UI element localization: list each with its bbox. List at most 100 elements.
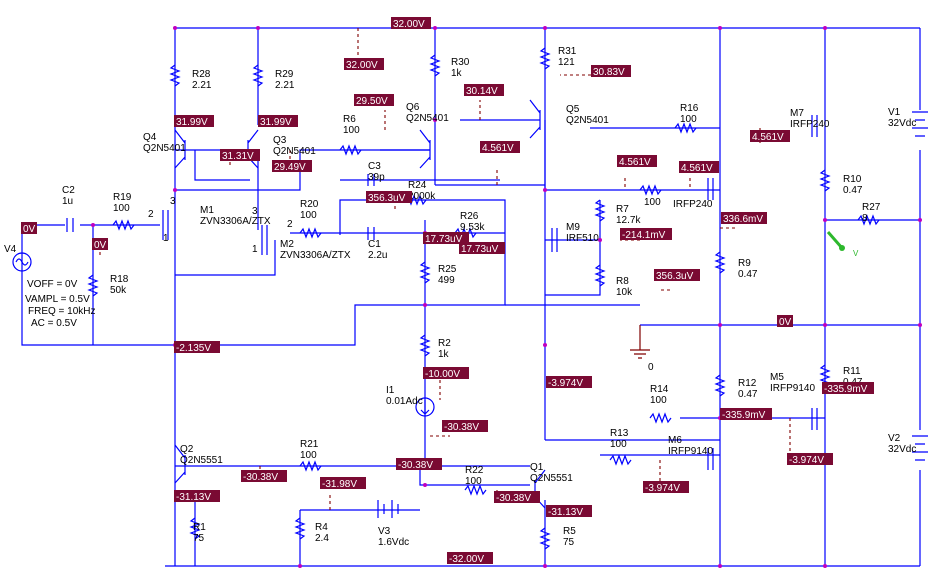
voltage-marker-text: 17.73uV — [425, 234, 463, 245]
pin-number: 2 — [148, 209, 154, 220]
component-ref-r29: R29 — [275, 69, 294, 80]
voltage-marker[interactable]: 356.3uV — [366, 191, 412, 204]
voltage-marker-box — [366, 191, 412, 203]
component-value-q5: Q2N5401 — [566, 115, 609, 126]
voltage-marker-text: -214.1mV — [622, 230, 666, 241]
voltage-marker[interactable]: 29.50V — [354, 94, 394, 107]
voltage-probe[interactable] — [826, 231, 845, 251]
voltage-marker[interactable]: 32.00V — [391, 17, 431, 30]
voltage-marker-text: 31.99V — [176, 117, 208, 128]
component-ref-m7: M7 — [790, 108, 804, 119]
voltage-marker-box — [272, 160, 312, 172]
voltage-marker[interactable]: -31.13V — [546, 505, 592, 518]
voltage-marker-box — [354, 94, 394, 106]
voltage-marker[interactable]: 29.49V — [272, 160, 312, 173]
component-ref-r7: R7 — [616, 204, 629, 215]
voltage-marker[interactable]: 30.83V — [591, 65, 631, 78]
voltage-marker[interactable]: 0V — [92, 238, 108, 251]
source-v4-params: V4 VOFF = 0V VAMPL = 0.5V FREQ = 10kHz A… — [4, 244, 96, 329]
component-ref-r19: R19 — [113, 192, 132, 203]
voltage-marker[interactable]: 0V — [21, 222, 37, 235]
voltage-marker-text: -31.13V — [548, 507, 583, 518]
component-ref-v1: V1 — [888, 107, 901, 118]
component-ref-r1: R1 — [193, 522, 206, 533]
voltage-marker[interactable]: 4.561V — [750, 130, 790, 143]
voltage-marker[interactable]: 4.561V — [617, 155, 657, 168]
voltage-marker-box — [620, 228, 672, 240]
source-ref: V4 — [4, 244, 17, 255]
voltage-marker-box — [174, 341, 220, 353]
voltage-marker[interactable]: 4.561V — [480, 141, 520, 154]
voltage-marker-box — [447, 552, 493, 564]
voltage-marker[interactable]: -31.13V — [174, 490, 220, 503]
voltage-marker[interactable]: -31.98V — [320, 477, 366, 490]
voltage-marker[interactable]: 336.6mV — [721, 212, 767, 225]
component-ref-m6: M6 — [668, 435, 682, 446]
voltage-marker-text: -3.974V — [789, 455, 824, 466]
voltage-marker[interactable]: 32.00V — [344, 58, 384, 71]
voltage-marker[interactable]: -30.38V — [494, 491, 540, 504]
pin-number: 3 — [170, 196, 176, 207]
voltage-marker[interactable]: -30.38V — [396, 458, 442, 471]
voltage-marker[interactable]: -3.974V — [787, 453, 833, 466]
component-ref-v3: V3 — [378, 526, 391, 537]
voltage-marker-box — [679, 161, 719, 173]
source-vampl: VAMPL = 0.5V — [25, 294, 90, 305]
voltage-marker[interactable]: -30.38V — [241, 470, 287, 483]
voltage-marker-text: 32.00V — [393, 19, 425, 30]
voltage-marker-text: -31.13V — [176, 492, 211, 503]
component-value-r25: 499 — [438, 275, 455, 286]
voltage-marker-box — [777, 315, 793, 327]
voltage-marker[interactable]: -2.135V — [174, 341, 220, 354]
voltage-marker[interactable]: -32.00V — [447, 552, 493, 565]
component-ref-i1: I1 — [386, 385, 395, 396]
voltage-marker[interactable]: -10.00V — [423, 367, 469, 380]
component-ref-c2: C2 — [62, 185, 75, 196]
component-value-r16: 100 — [680, 114, 697, 125]
voltage-marker-box — [721, 212, 767, 224]
voltage-marker[interactable]: 31.99V — [174, 115, 214, 128]
voltage-marker[interactable]: 356.3uV — [654, 269, 700, 282]
voltage-marker-box — [174, 115, 214, 127]
voltage-marker[interactable]: 17.73uV — [459, 242, 505, 255]
voltage-marker-box — [720, 408, 772, 420]
voltage-marker-box — [591, 65, 631, 77]
component-ref-m9: M9 — [566, 222, 580, 233]
voltage-marker[interactable]: -335.9mV — [822, 382, 874, 395]
component-value-r9: 0.47 — [738, 269, 758, 280]
voltage-marker-text: 0V — [779, 317, 792, 328]
voltage-marker[interactable]: -214.1mV — [620, 228, 672, 241]
pin-number: 1 — [252, 244, 258, 255]
voltage-marker-box — [546, 505, 592, 517]
component-value-r4: 2.4 — [315, 533, 329, 544]
voltage-marker[interactable]: -335.9mV — [720, 408, 772, 421]
voltage-marker[interactable]: 31.99V — [258, 115, 298, 128]
voltage-marker-text: 29.50V — [356, 96, 388, 107]
component-value-v2: 32Vdc — [888, 444, 916, 455]
component-ref-m5: M5 — [770, 372, 784, 383]
voltage-marker[interactable]: 4.561V — [679, 161, 719, 174]
voltage-marker-text: -30.38V — [243, 472, 278, 483]
component-ref-c3: C3 — [368, 161, 381, 172]
ground-symbol — [630, 325, 650, 359]
component-ref-v2: V2 — [888, 433, 901, 444]
component-ref-r10: R10 — [843, 174, 862, 185]
probe-label: V — [853, 249, 859, 258]
voltage-marker[interactable]: -30.38V — [442, 420, 488, 433]
source-ac: AC = 0.5V — [31, 318, 77, 329]
voltage-marker[interactable]: 0V — [777, 315, 793, 328]
voltage-marker[interactable]: 31.31V — [220, 149, 260, 162]
voltage-marker[interactable]: 17.73uV — [423, 232, 469, 245]
component-value-r12: 0.47 — [738, 389, 758, 400]
voltage-marker-text: -10.00V — [425, 369, 460, 380]
component-value-m5: IRFP9140 — [770, 383, 815, 394]
component-value-m7: IRFP240 — [790, 119, 830, 130]
component-value-r22: 100 — [465, 476, 482, 487]
voltage-marker[interactable]: -3.974V — [546, 376, 592, 389]
voltage-marker[interactable]: 30.14V — [464, 84, 504, 97]
component-ref-q6: Q6 — [406, 102, 420, 113]
component-value-r13: 100 — [610, 439, 627, 450]
voltage-marker[interactable]: -3.974V — [643, 481, 689, 494]
voltage-marker-box — [423, 232, 469, 244]
voltage-marker-text: 356.3uV — [368, 193, 406, 204]
